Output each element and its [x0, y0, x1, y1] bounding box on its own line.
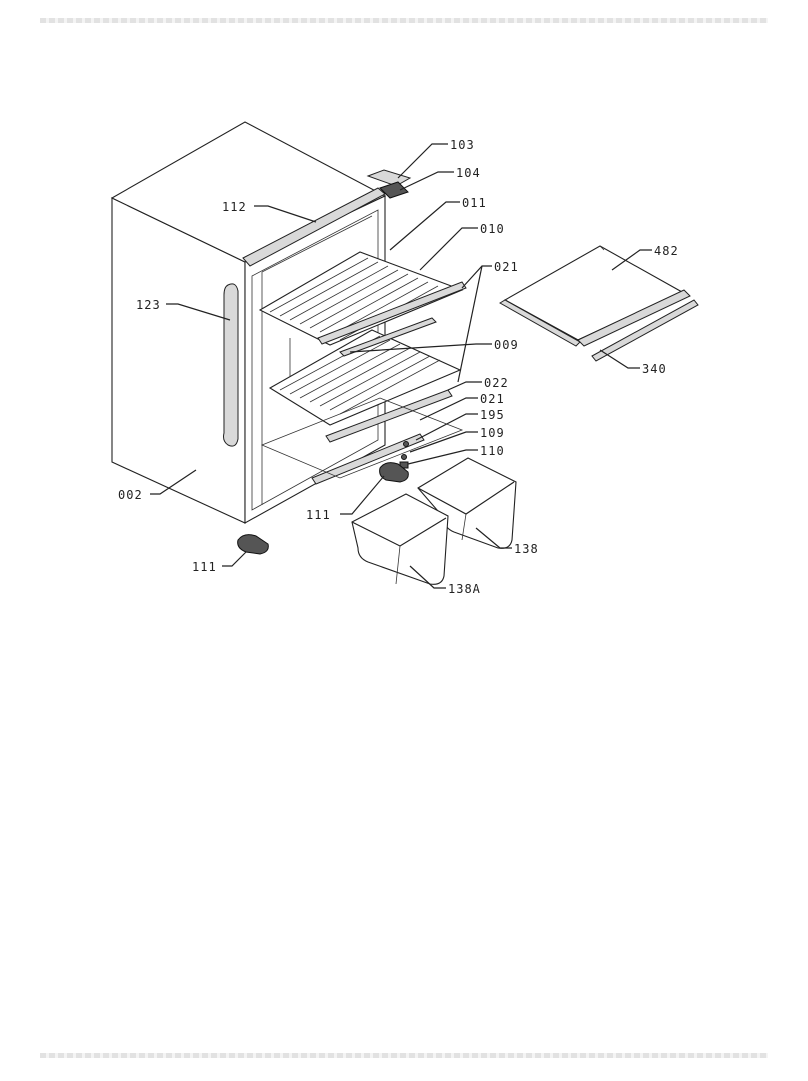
washer-part — [401, 454, 407, 460]
top-border-rule — [40, 18, 768, 23]
hinge-cover — [366, 169, 412, 187]
label-002: 002 — [118, 488, 143, 502]
adjustable-foot-right — [379, 462, 409, 483]
shelf-rail-middle — [339, 317, 437, 357]
label-110: 110 — [480, 444, 505, 458]
screw-part — [403, 441, 409, 447]
label-009: 009 — [494, 338, 519, 352]
label-011: 011 — [462, 196, 487, 210]
crisper-drawer-front — [351, 493, 449, 585]
bottom-floor — [260, 397, 464, 479]
label-111-right: 111 — [306, 508, 331, 522]
label-109: 109 — [480, 426, 505, 440]
label-112: 112 — [222, 200, 247, 214]
label-482: 482 — [654, 244, 679, 258]
label-138A: 138A — [448, 582, 481, 596]
top-trim-strip — [242, 187, 386, 267]
label-010: 010 — [480, 222, 505, 236]
part-labels: 103 104 112 011 010 021 482 123 009 340 … — [118, 138, 679, 596]
label-104: 104 — [456, 166, 481, 180]
leader-lines — [150, 143, 652, 589]
label-195: 195 — [480, 408, 505, 422]
label-138: 138 — [514, 542, 539, 556]
cabinet-inner-opening — [251, 209, 379, 511]
label-021-upper: 021 — [494, 260, 519, 274]
interior-edge-top — [261, 215, 373, 273]
shelf-rail-upper — [317, 281, 467, 345]
shelf-trim-strip — [591, 299, 699, 362]
adjustable-foot-left — [237, 534, 269, 555]
door-handle — [223, 283, 239, 447]
label-340: 340 — [642, 362, 667, 376]
label-123: 123 — [136, 298, 161, 312]
hinge-bracket — [379, 181, 409, 199]
shelf-rail-lower — [325, 389, 453, 443]
label-021-lower: 021 — [480, 392, 505, 406]
label-103: 103 — [450, 138, 475, 152]
label-022: 022 — [484, 376, 509, 390]
glass-shelf — [499, 245, 699, 362]
bottom-rail — [311, 433, 425, 485]
bottom-border-rule — [40, 1053, 768, 1058]
label-111-left: 111 — [192, 560, 217, 574]
